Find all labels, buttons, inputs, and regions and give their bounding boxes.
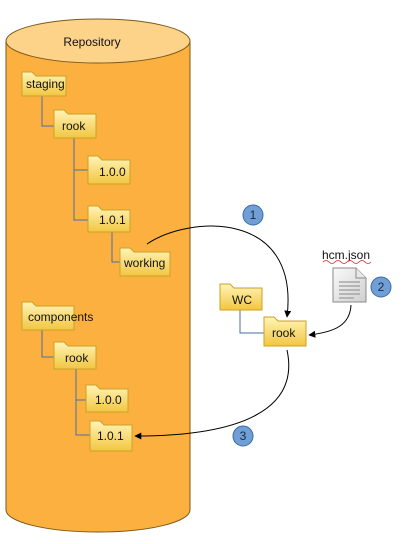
folder-components[interactable]: components — [21, 301, 93, 331]
folder-staging-1-0-1[interactable]: 1.0.1 — [87, 205, 131, 233]
folder-staging-1-0-0-label: 1.0.0 — [99, 165, 126, 179]
folder-components-1-0-0-label: 1.0.0 — [95, 393, 122, 407]
document-icon — [332, 267, 367, 303]
folder-components-1-0-0[interactable]: 1.0.0 — [85, 384, 129, 413]
folder-components-rook[interactable]: rook — [53, 341, 97, 370]
svg-text:3: 3 — [240, 429, 247, 443]
step-badge-2: 2 — [370, 276, 392, 298]
svg-text:1: 1 — [250, 208, 257, 222]
flow-arrows — [134, 225, 352, 440]
folder-components-1-0-1-label: 1.0.1 — [97, 429, 124, 443]
svg-text:2: 2 — [378, 280, 385, 294]
folder-wc-rook-label: rook — [272, 326, 296, 340]
file-hcm-json[interactable]: hcm.json — [322, 248, 372, 303]
folder-staging[interactable]: staging — [21, 71, 67, 97]
folder-wc-label: WC — [232, 293, 252, 307]
folder-staging-rook-label: rook — [62, 119, 86, 133]
folder-working[interactable]: working — [119, 247, 171, 277]
spellcheck-underline — [322, 260, 372, 264]
arrow-step-2 — [308, 304, 352, 338]
folder-staging-rook[interactable]: rook — [53, 109, 97, 139]
folder-staging-1-0-0[interactable]: 1.0.0 — [87, 155, 131, 185]
arrow-step-1 — [146, 225, 292, 318]
folder-staging-1-0-1-label: 1.0.1 — [99, 213, 126, 227]
folder-wc-rook[interactable]: rook — [263, 316, 307, 347]
folder-components-label: components — [28, 310, 93, 324]
folder-staging-label: staging — [26, 77, 65, 91]
file-hcm-json-label: hcm.json — [322, 248, 370, 262]
step-badge-3: 3 — [232, 425, 254, 447]
folder-working-label: working — [123, 256, 165, 270]
repository-label: Repository — [63, 35, 120, 49]
folder-components-rook-label: rook — [65, 351, 89, 365]
step-badge-1: 1 — [242, 204, 264, 226]
tree-lines — [41, 96, 264, 436]
folder-components-1-0-1[interactable]: 1.0.1 — [89, 420, 133, 452]
repository-cylinder: Repository — [5, 18, 191, 533]
arrow-step-3 — [134, 349, 290, 440]
folder-wc[interactable]: WC — [219, 283, 263, 311]
